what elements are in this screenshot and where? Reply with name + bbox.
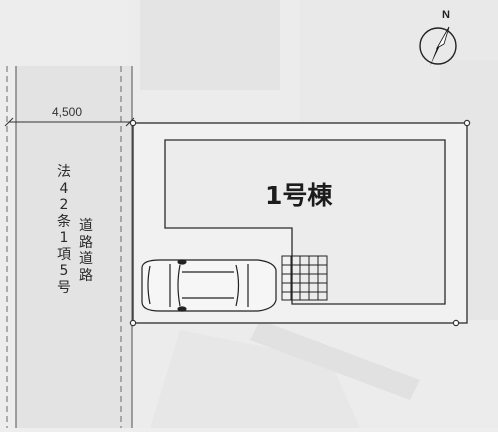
parking-grid-icon xyxy=(281,255,328,301)
lot-corner-marker xyxy=(129,319,137,327)
road-label-char: 項 xyxy=(57,246,71,263)
road-label-char: 5 xyxy=(59,263,69,279)
lot-corner-marker xyxy=(463,119,471,127)
road-label-char: 2 xyxy=(59,197,69,213)
road-label-char: 道 xyxy=(79,218,93,234)
road-label-char: 路 xyxy=(79,234,93,251)
road-area xyxy=(16,66,132,428)
road-width-label: 4,500 xyxy=(52,105,83,119)
compass-icon xyxy=(419,26,457,66)
lot-corner-marker xyxy=(129,119,137,127)
car-icon xyxy=(141,259,277,312)
lot-corner-marker xyxy=(452,319,460,327)
road-label-char: 号 xyxy=(57,279,71,296)
road-label-char: 法 xyxy=(57,164,71,180)
road-type-label-sub: 道路道路 xyxy=(79,218,93,284)
compass-north-label: N xyxy=(442,9,450,21)
road-label-char: 1 xyxy=(59,230,69,246)
building-footprint xyxy=(164,139,446,305)
road-label-char: 4 xyxy=(59,180,69,197)
road-label-char: 路 xyxy=(79,267,93,284)
dimension-tick-left xyxy=(4,117,14,127)
road-label-char: 道 xyxy=(79,251,93,267)
road-label-char: 条 xyxy=(57,213,71,230)
building-label: 1号棟 xyxy=(265,181,333,210)
